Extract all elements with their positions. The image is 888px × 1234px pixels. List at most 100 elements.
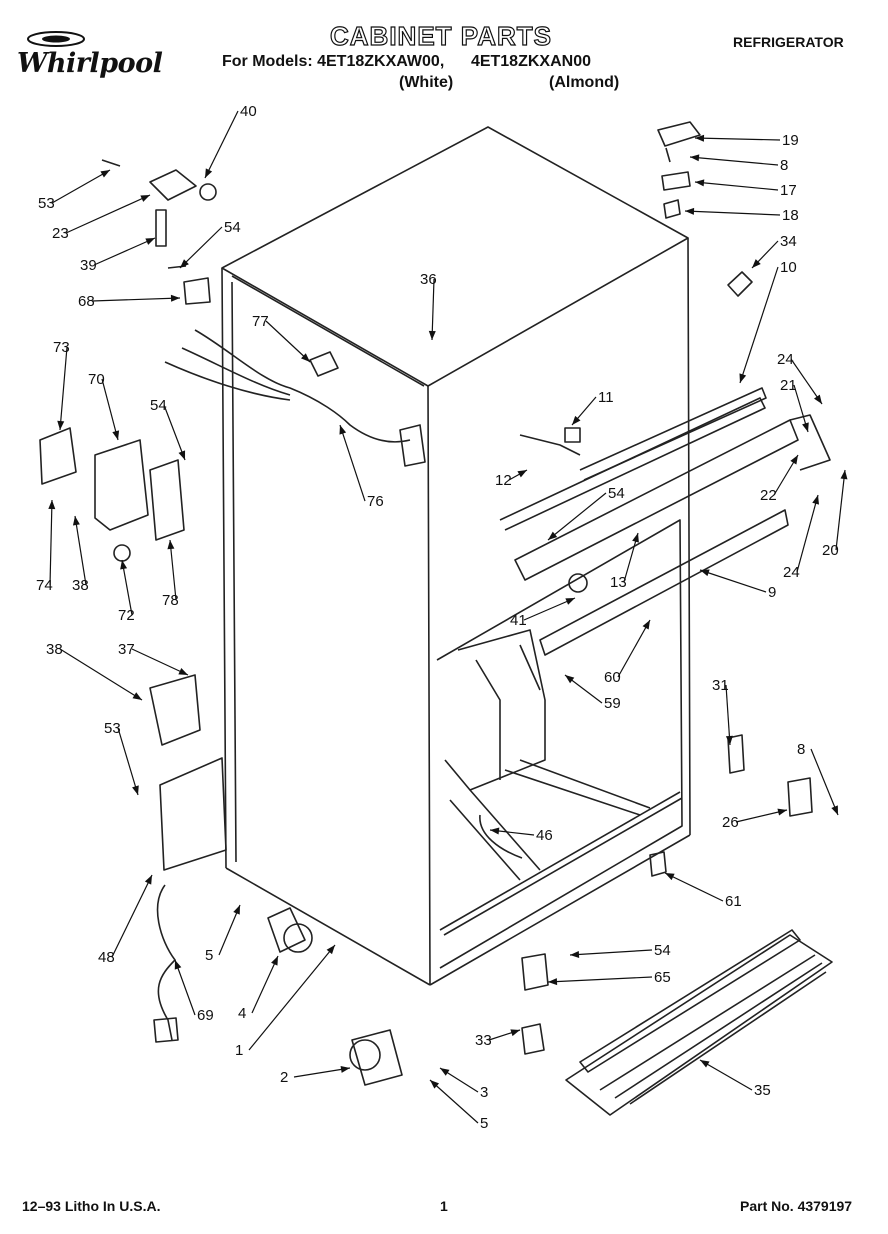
callout-number-19: 19: [782, 132, 799, 149]
callout-number-40: 40: [240, 103, 257, 120]
callout-arrowhead-24: [812, 495, 820, 505]
callout-leader-48: [111, 874, 153, 958]
callout-arrowhead-60: [642, 620, 650, 630]
left-cam-hinge: [101, 159, 217, 305]
callout-arrowhead-19: [695, 134, 705, 142]
callout-number-2: 2: [280, 1069, 288, 1086]
callout-number-37: 37: [118, 641, 135, 658]
rollers-and-grille: [267, 907, 833, 1116]
callout-arrowhead-22: [790, 455, 798, 465]
callout-leader-78: [169, 539, 177, 601]
callout-leader-8: [810, 748, 839, 816]
callout-arrowhead-4: [271, 956, 278, 966]
callout-number-77: 77: [252, 313, 269, 330]
callout-number-5: 5: [480, 1115, 488, 1132]
footer-litho: 12–93 Litho In U.S.A.: [22, 1198, 161, 1214]
compressor-electrical-plate: [149, 674, 227, 1043]
callout-number-33: 33: [475, 1032, 492, 1049]
callout-number-70: 70: [88, 371, 105, 388]
callout-arrowhead-70: [112, 430, 120, 440]
callout-arrowhead-69: [174, 960, 182, 970]
callout-number-9: 9: [768, 584, 776, 601]
variant-almond: (Almond): [549, 74, 620, 91]
callout-leader-9: [699, 569, 767, 593]
callout-leader-76: [339, 424, 366, 502]
callout-leader-54: [547, 492, 607, 541]
callout-number-38: 38: [46, 641, 63, 658]
cabinet-body: [221, 126, 691, 986]
callout-leader-40: [204, 110, 239, 179]
callout-leader-68: [91, 297, 181, 302]
models-line: For Models: 4ET18ZKXAW00, 4ET18ZKXAN00: [222, 53, 591, 70]
callout-arrowhead-54: [570, 950, 580, 958]
callout-number-61: 61: [725, 893, 742, 910]
callout-leader-53: [117, 727, 139, 796]
callout-arrowhead-53: [100, 170, 110, 178]
callout-number-21: 21: [780, 377, 797, 394]
callout-arrowhead-31: [725, 735, 733, 745]
callout-number-35: 35: [754, 1082, 771, 1099]
callout-arrowhead-72: [120, 560, 128, 570]
callout-number-74: 74: [36, 577, 53, 594]
callout-leader-8: [689, 156, 779, 166]
brand-name: Whirlpool: [17, 48, 163, 79]
top-hinge-assembly: [657, 121, 753, 297]
callout-number-11: 11: [598, 389, 614, 406]
callout-leader-41: [523, 597, 576, 621]
callout-arrowhead-5: [233, 905, 240, 915]
callout-number-1: 1: [235, 1042, 243, 1059]
callout-number-38: 38: [72, 577, 89, 594]
callout-arrowhead-1: [326, 945, 335, 955]
callout-leader-23: [65, 194, 151, 234]
category-label: REFRIGERATOR: [733, 34, 844, 50]
callout-arrowhead-78: [167, 540, 175, 550]
callout-arrowhead-35: [700, 1060, 710, 1068]
callout-number-59: 59: [604, 695, 621, 712]
callout-arrowhead-9: [700, 569, 710, 577]
callout-leader-37: [131, 648, 189, 676]
callout-number-23: 23: [52, 225, 69, 242]
callout-arrowhead-11: [572, 415, 581, 425]
callout-number-24: 24: [783, 564, 800, 581]
divider-rails: [499, 387, 831, 656]
callout-leader-4: [251, 955, 279, 1014]
callout-number-8: 8: [780, 157, 788, 174]
callout-arrowhead-48: [144, 875, 152, 885]
callout-leader-54: [569, 949, 653, 956]
callout-arrowhead-3: [440, 1068, 450, 1076]
callout-arrowhead-41: [565, 598, 575, 605]
wiring-harness: [164, 329, 426, 467]
callout-leader-17: [694, 181, 779, 191]
callout-number-78: 78: [162, 592, 179, 609]
logo-swoosh-icon: [27, 31, 85, 47]
callout-leader-1: [248, 944, 336, 1051]
callout-leader-77: [265, 320, 311, 363]
callout-leader-10: [739, 266, 779, 384]
callout-number-39: 39: [80, 257, 97, 274]
callout-number-34: 34: [780, 233, 797, 250]
callout-arrowhead-13: [632, 533, 639, 543]
callout-arrowhead-76: [339, 425, 347, 435]
callout-arrowhead-34: [752, 259, 761, 268]
callout-arrowhead-20: [840, 470, 848, 480]
callout-number-41: 41: [510, 612, 527, 629]
callout-arrowhead-68: [170, 294, 180, 302]
callout-leader-61: [664, 872, 724, 902]
variant-white: (White): [399, 74, 454, 91]
whirlpool-logo: Whirlpool: [14, 30, 184, 110]
callout-arrowhead-59: [565, 675, 575, 684]
callout-leader-24: [796, 494, 819, 573]
callout-arrowhead-10: [739, 373, 747, 383]
callout-number-76: 76: [367, 493, 384, 510]
callout-number-5: 5: [205, 947, 213, 964]
callout-leader-31: [725, 684, 731, 746]
callout-arrowhead-2: [340, 1065, 350, 1073]
callout-arrowhead-8: [831, 805, 838, 815]
callout-number-20: 20: [822, 542, 839, 559]
callout-number-68: 68: [78, 293, 95, 310]
callout-number-8: 8: [797, 741, 805, 758]
callout-arrowhead-26: [777, 808, 787, 816]
callout-arrowhead-12: [517, 470, 527, 478]
callout-leader-54: [163, 404, 186, 461]
callout-arrowhead-21: [802, 422, 809, 432]
